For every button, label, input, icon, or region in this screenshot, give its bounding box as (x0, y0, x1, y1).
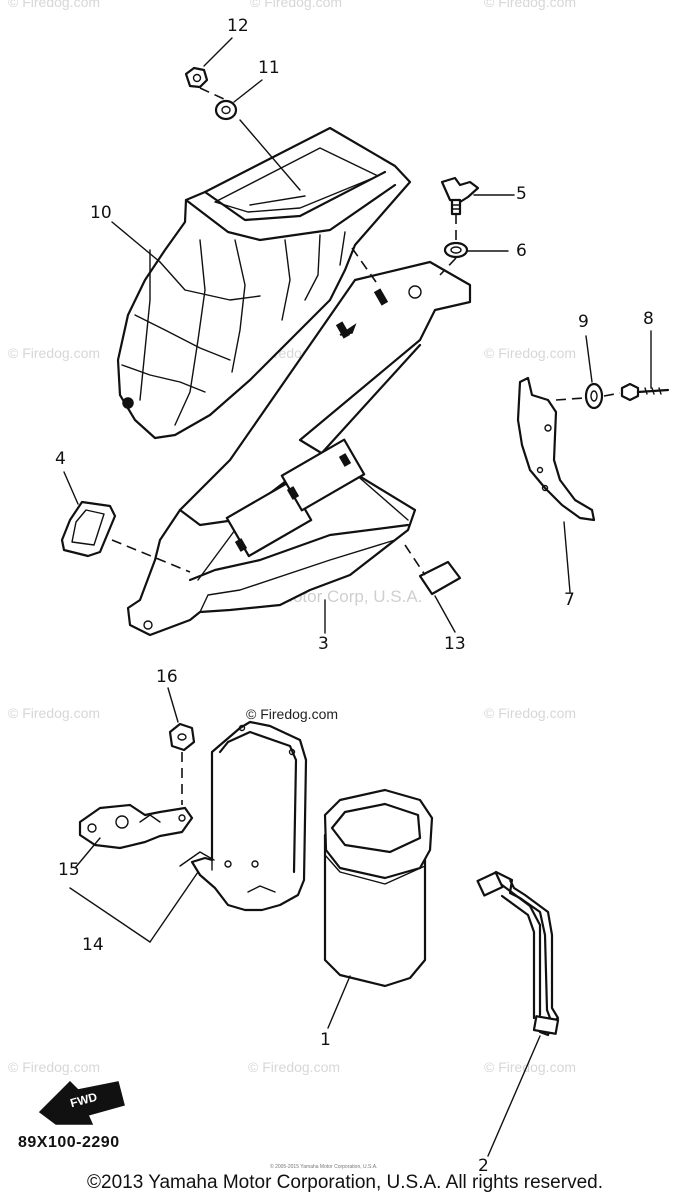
battery-tray-icon (126, 260, 472, 637)
battery-1-icon (323, 788, 434, 988)
battery-holder-14-icon (179, 720, 308, 912)
part-code: 89X100-2290 (18, 1134, 120, 1151)
callout-3: 3 (318, 634, 329, 654)
air-filter-case-icon (116, 126, 412, 440)
plate-15-icon (78, 803, 194, 850)
callout-14: 14 (82, 935, 104, 955)
watermark: © Firedog.com (8, 0, 101, 10)
watermark: © Firedog.com (8, 1059, 101, 1075)
callout-7: 7 (564, 590, 575, 610)
assembly-lines (111, 87, 621, 805)
callout-11: 11 (258, 58, 280, 78)
watermark: © Firedog.com (484, 0, 577, 10)
tiny-note: © 2005-2015 Yamaha Motor Corporation, U.… (270, 1164, 378, 1170)
bracket-7-icon (516, 376, 596, 522)
fwd-arrow-icon (38, 1080, 125, 1125)
watermark: © Firedog.com (484, 1059, 577, 1075)
battery-lead-2-icon (476, 870, 560, 1037)
seal-4-icon (60, 500, 117, 558)
watermark: © Firedog.com (484, 705, 577, 721)
callout-12: 12 (227, 16, 249, 36)
leader-lines (63, 37, 652, 1157)
screw-8-icon (620, 382, 670, 402)
callout-9: 9 (578, 312, 589, 332)
callout-2: 2 (478, 1156, 489, 1176)
watermark: © Firedog.com (250, 0, 343, 10)
callout-6: 6 (516, 241, 527, 261)
callout-5: 5 (516, 184, 527, 204)
collar-9-icon (584, 382, 604, 410)
grommet-6-icon (443, 241, 469, 259)
watermark: © Firedog.com (248, 1059, 341, 1075)
copyright-text: ©2013 Yamaha Motor Corporation, U.S.A. A… (87, 1172, 603, 1193)
wing-bolt-5-icon (440, 176, 480, 216)
callout-10: 10 (90, 203, 112, 223)
center-watermark: © Firedog.com (246, 706, 339, 722)
watermark: © Firedog.com (8, 705, 101, 721)
callout-15: 15 (58, 860, 80, 880)
callout-4: 4 (55, 449, 66, 469)
callout-8: 8 (643, 309, 654, 329)
washer-11-icon (214, 99, 238, 121)
pad-13-icon (418, 560, 462, 596)
callout-13: 13 (444, 634, 466, 654)
watermark: © Firedog.com (484, 345, 577, 361)
watermark: © Firedog.com (8, 345, 101, 361)
nut-12-icon (184, 66, 209, 89)
callout-1: 1 (320, 1030, 331, 1050)
nut-16-icon (168, 722, 196, 752)
callout-16: 16 (156, 667, 178, 687)
